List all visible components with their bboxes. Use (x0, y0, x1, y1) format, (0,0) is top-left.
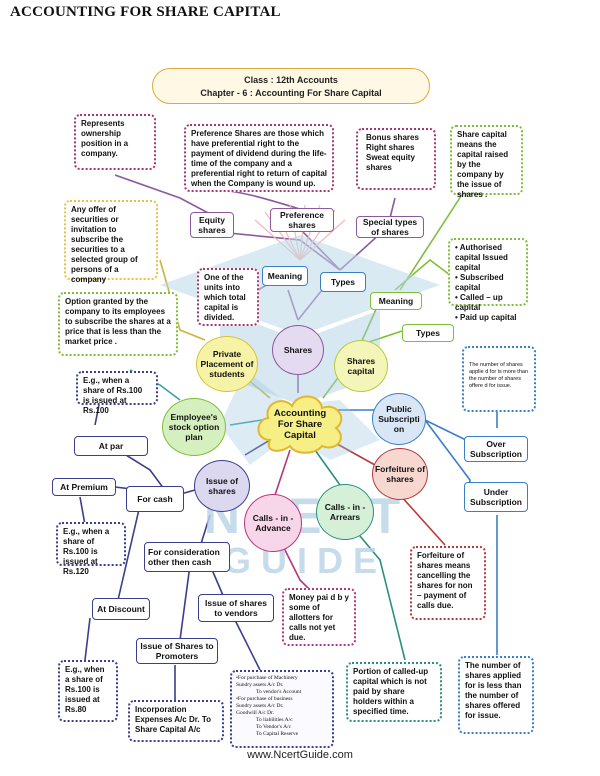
vendors-entry-line: Sundry assets A/c Dr. (236, 682, 284, 688)
equity-shares-box[interactable]: Equity shares (190, 212, 234, 238)
watermark-line2: GUIDE (222, 540, 387, 581)
vendors-entry-line: To vendor's Account (256, 689, 302, 695)
vendors-entry-line: To Vendor's A/c (256, 724, 292, 730)
center-topic: Accounting For Share Capital (273, 408, 327, 441)
vendors-entry-line: To Capital Reserve (256, 731, 299, 737)
esop-node[interactable]: Employee's stock option plan (162, 398, 226, 456)
vendors-entry-line: •For purchase of Machinery (236, 675, 298, 681)
at-premium-box[interactable]: At Premium (52, 478, 116, 496)
shares-node[interactable]: Shares (272, 325, 324, 375)
capital-type-item: • Called – up capital (455, 293, 503, 312)
capital-type-item: • Subscribed capital (455, 273, 504, 292)
page-title: ACCOUNTING FOR SHARE CAPITAL (10, 4, 281, 20)
for-cash-box[interactable]: For cash (126, 486, 184, 512)
special-types-box[interactable]: Special types of shares (356, 216, 424, 238)
meaning-box-left[interactable]: Meaning (262, 266, 308, 286)
note-par-example: E.g., when a share of Rs.100 is issued a… (76, 371, 158, 415)
under-subscription-box[interactable]: Under Subscription (464, 482, 528, 512)
note-forfeiture-definition: Forfeiture of shares means cancelling th… (410, 546, 486, 620)
calls-in-arrears-node[interactable]: Calls - in - Arrears (316, 484, 374, 540)
issue-of-shares-node[interactable]: Issue of shares (194, 460, 250, 512)
shares-capital-node[interactable]: Shares capital (334, 340, 388, 392)
public-subscription-node[interactable]: Public Subscripti on (372, 393, 426, 445)
vendors-entry-line: To liabilities A/c (256, 717, 293, 723)
chapter-header: Class : 12th Accounts Chapter - 6 : Acco… (152, 68, 430, 104)
note-unit-definition: One of the units into which total capita… (197, 268, 259, 326)
special-item: Bonus shares (366, 133, 419, 142)
types-box-left[interactable]: Types (320, 272, 366, 292)
note-ownership: Represents ownership position in a compa… (74, 114, 156, 170)
note-special-types-list: Bonus shares Right shares Sweat equity s… (356, 128, 436, 190)
header-chapter: Chapter - 6 : Accounting For Share Capit… (200, 88, 382, 98)
center-cloud-shape (257, 395, 343, 454)
special-item: Right shares (366, 143, 415, 152)
capital-type-item: • Authorised capital Issued capital (455, 243, 508, 272)
note-arrears-definition: Portion of called-up capital which is no… (346, 662, 442, 722)
at-par-box[interactable]: At par (74, 436, 148, 456)
meaning-box-right[interactable]: Meaning (370, 292, 422, 310)
issue-to-vendors-box[interactable]: Issue of shares to vendors (198, 594, 274, 622)
note-under-subscription: The number of shares applied for is less… (458, 656, 534, 734)
over-subscription-text: The number of shares applie d for is mor… (469, 362, 529, 389)
private-placement-node[interactable]: Private Placement of students (196, 336, 258, 392)
special-item: Sweat equity shares (366, 153, 415, 172)
note-vendors-entries: •For purchase of Machinery Sundry assets… (230, 670, 334, 748)
for-consideration-box[interactable]: For consideration other then cash (144, 542, 230, 572)
note-over-subscription: The number of shares applie d for is mor… (462, 346, 536, 412)
types-box-right[interactable]: Types (402, 324, 454, 342)
vendors-entry-line: •For purchase of business (236, 696, 293, 702)
note-advance-definition: Money pai d b y some of allotters for ca… (282, 588, 356, 646)
at-discount-box[interactable]: At Discount (92, 598, 150, 620)
note-discount-example: E.g., when a share of Rs.100 is issued a… (58, 660, 118, 722)
note-share-capital-definition: Share capital means the capital raised b… (450, 125, 523, 199)
footer-website: www.NcertGuide.com (247, 749, 353, 761)
header-class: Class : 12th Accounts (244, 75, 338, 85)
vendors-entry-line: Sundry assets A/c Dr. (236, 703, 284, 709)
vendors-entry-line: Goodwill A/c Dr. (236, 710, 275, 716)
note-preference-definition: Preference Shares are those which have p… (184, 124, 334, 192)
issue-to-promoters-box[interactable]: Issue of Shares to Promoters (136, 638, 218, 664)
over-subscription-box[interactable]: Over Subscription (464, 436, 528, 462)
note-premium-example: E.g., when a share of Rs.100 is issued a… (56, 522, 126, 576)
forfeiture-node[interactable]: Forfeiture of shares (372, 448, 428, 500)
capital-type-item: • Paid up capital (455, 313, 517, 322)
note-offer-definition: Any offer of securities or invitation to… (64, 200, 158, 284)
note-esop-definition: Option granted by the company to its emp… (58, 292, 178, 356)
note-promoters-entry: Incorporation Expenses A/c Dr. To Share … (128, 700, 224, 742)
note-capital-types: • Authorised capital Issued capital • Su… (448, 238, 528, 322)
preference-shares-box[interactable]: Preference shares (270, 208, 334, 232)
calls-in-advance-node[interactable]: Calls - in - Advance (244, 494, 302, 552)
